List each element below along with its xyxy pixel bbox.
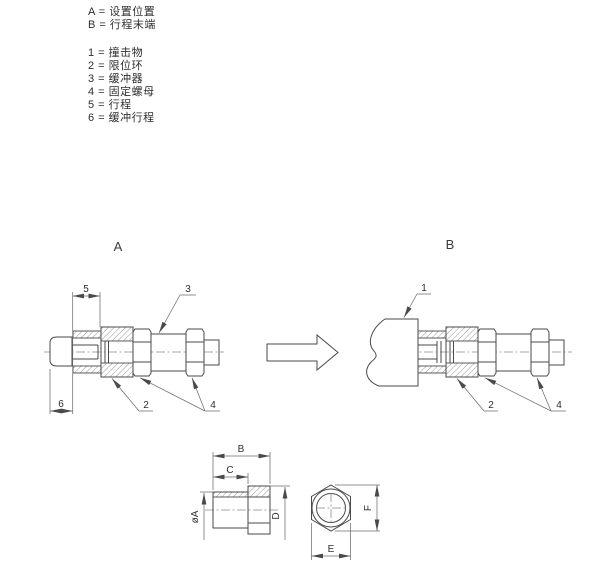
view-b-drawing: 1 2 4 bbox=[366, 283, 572, 412]
legend-item-2: 2 = 限位环 bbox=[88, 60, 144, 72]
lock-nut-detail-view: F E bbox=[311, 484, 380, 560]
legend-position-group: A = 设置位置 B = 行程末端 bbox=[88, 6, 156, 32]
absorber-body bbox=[495, 333, 532, 372]
absorber-callout-label: 3 bbox=[185, 284, 191, 295]
piston-rod bbox=[72, 344, 99, 360]
lock-nut-callout: 4 bbox=[484, 377, 566, 412]
lock-nut-rear bbox=[185, 328, 205, 377]
view-b-label: B bbox=[446, 237, 455, 252]
overall-length-dimension: B bbox=[212, 444, 271, 490]
view-a-label: A bbox=[114, 239, 123, 254]
hex-diameter-dimension: D bbox=[270, 485, 290, 540]
stop-ring-callout: 2 bbox=[111, 378, 153, 412]
cylinder-diameter-dimension: øA bbox=[190, 491, 213, 540]
nut-hexagon bbox=[311, 484, 351, 532]
lock-nut-front bbox=[477, 328, 497, 377]
stop-ring-callout-label: 2 bbox=[488, 400, 494, 411]
legend: A = 设置位置 B = 行程末端 1 = 撞击物 2 = 限位环 3 = 缓冲… bbox=[88, 6, 156, 125]
stroke-dim-label: 5 bbox=[83, 284, 89, 295]
legend-item-3: 3 = 缓冲器 bbox=[88, 73, 144, 85]
cushion-stroke-dim-label: 6 bbox=[58, 399, 64, 410]
legend-item-6: 6 = 缓冲行程 bbox=[88, 112, 155, 124]
lock-nut-callout-label: 4 bbox=[210, 400, 216, 411]
cylinder-length-dimension: C bbox=[213, 465, 249, 484]
rod-head-cap bbox=[49, 336, 73, 367]
lock-nut-callout: 4 bbox=[139, 377, 220, 412]
nut-chamfer-circle bbox=[311, 488, 351, 528]
across-corners-label: F bbox=[363, 505, 374, 511]
legend-item-1: 1 = 撞击物 bbox=[88, 47, 144, 59]
legend-item-5: 5 = 行程 bbox=[88, 99, 132, 111]
stop-ring-detail-view: B C øA D bbox=[190, 444, 290, 540]
lock-nut-callout-label: 4 bbox=[556, 400, 562, 411]
transition-arrow-icon bbox=[266, 333, 339, 372]
impact-object bbox=[366, 318, 419, 387]
absorber-body bbox=[150, 333, 187, 372]
impact-object-callout: 1 bbox=[403, 283, 431, 318]
lock-nut-front bbox=[132, 328, 152, 377]
across-flats-label: E bbox=[328, 544, 335, 555]
stop-ring-callout: 2 bbox=[456, 378, 498, 412]
impact-object-callout-label: 1 bbox=[421, 283, 427, 294]
across-corners-dimension: F bbox=[335, 484, 380, 532]
legend-item-a: A = 设置位置 bbox=[88, 6, 156, 18]
view-a-drawing: 5 6 3 2 bbox=[44, 284, 224, 414]
overall-length-label: B bbox=[238, 444, 245, 455]
stop-ring-callout-label: 2 bbox=[143, 400, 149, 411]
cushion-stroke-dimension: 6 bbox=[49, 369, 73, 414]
rear-end-cap bbox=[203, 339, 220, 366]
across-flats-dimension: E bbox=[311, 523, 351, 560]
legend-item-b: B = 行程末端 bbox=[88, 19, 156, 31]
stop-ring-collar bbox=[100, 326, 134, 378]
stroke-dimension: 5 bbox=[72, 284, 101, 414]
cylinder-diameter-label: øA bbox=[190, 510, 201, 523]
cylinder-length-label: C bbox=[226, 465, 233, 476]
rear-end-cap bbox=[548, 339, 565, 366]
absorber-callout: 3 bbox=[158, 284, 196, 334]
legend-item-4: 4 = 固定螺母 bbox=[88, 86, 155, 98]
retracted-rod bbox=[418, 341, 442, 363]
lock-nut-rear bbox=[530, 328, 550, 377]
legend-parts-group: 1 = 撞击物 2 = 限位环 3 = 缓冲器 4 = 固定螺母 5 = 行程 … bbox=[88, 47, 156, 125]
hex-diameter-label: D bbox=[271, 512, 282, 519]
